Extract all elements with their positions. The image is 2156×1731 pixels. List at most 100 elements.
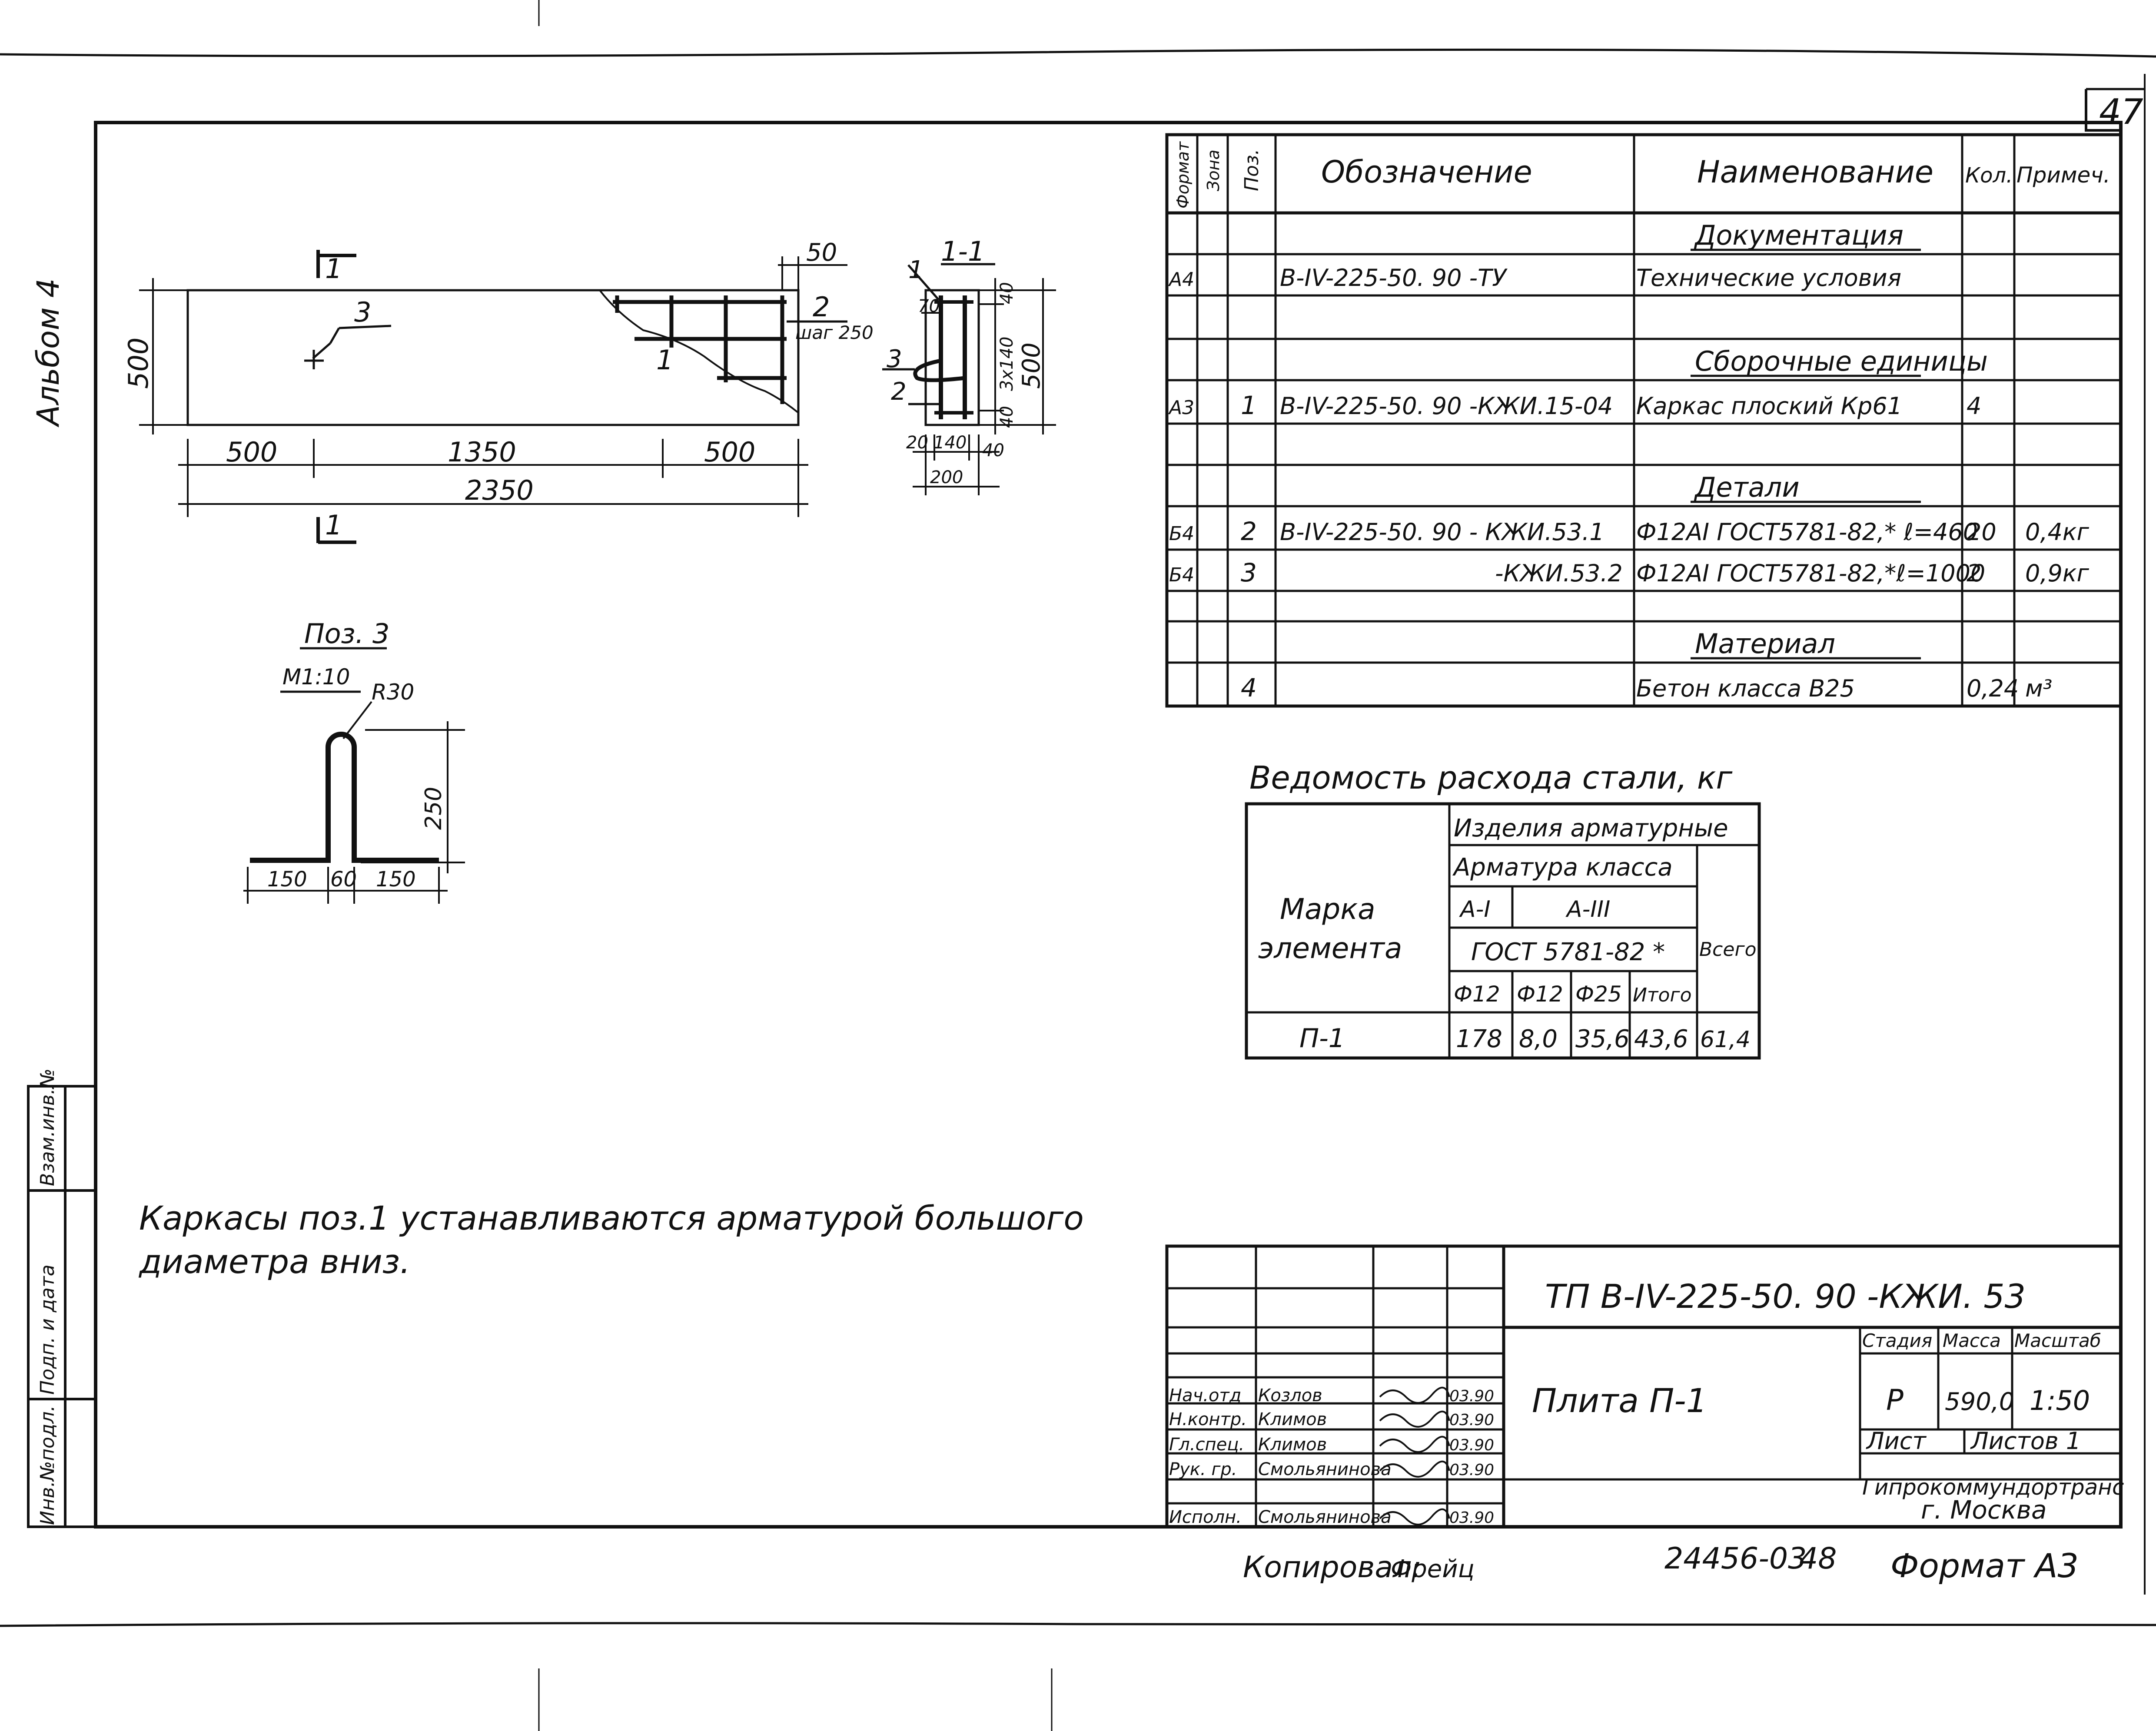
dim-50: 50 [806,239,837,267]
steel-val-4: 43,6 [1634,1025,1688,1053]
step-label: шаг 250 [795,322,874,343]
pos3-dim-150-left: 150 [267,867,307,892]
format-label: Формат А3 [1890,1546,2079,1585]
spec-cell-des: В-IV-225-50. 90 -КЖИ.15-04 [1280,392,1613,420]
spec-header-pos: Поз. [1241,149,1263,191]
title-person-date: 03.90 [1449,1509,1494,1527]
pos3-dims [243,701,465,904]
title-person-name: Смольянинова [1258,1459,1392,1479]
steel-products: Изделия арматурные [1454,814,1728,842]
steel-sub-itogo: Итого [1633,984,1692,1006]
spec-cell-note: 0,4кг [2025,518,2089,546]
stamp-sign-label: Подп. и дата [37,1264,59,1395]
title-block-grid [1165,1244,2123,1529]
section-dim-20: 20 [906,433,928,453]
spec-cell-fmt: Б4 [1169,564,1194,586]
pos3-dim-60: 60 [330,867,357,892]
spec-cell-name: Бетон класса В25 [1636,675,1855,702]
signature-mark [1379,1436,1450,1453]
dim-500-vertical: 500 [123,338,154,389]
spec-cell-name: Документация [1694,219,1904,251]
title-stage: Р [1886,1383,1904,1417]
title-person-role: Рук. гр. [1169,1459,1237,1479]
leader-pos3-label: 3 [354,296,371,328]
archive-sheet: 48 [1799,1542,1837,1576]
dim-2350: 2350 [465,474,534,506]
section-pos1: 1 [908,256,924,284]
title-sheets-label: Листов 1 [1970,1427,2081,1455]
title-code: ТП В-IV-225-50. 90 -КЖИ. 53 [1545,1277,2026,1316]
left-stamp [27,1085,97,1528]
section-dim-3x140: 3x140 [997,337,1017,391]
title-org-1: Гипрокоммундортранс [1862,1475,2124,1500]
section-dim-200: 200 [930,468,963,487]
steel-total: Всего [1699,938,1756,961]
dim-500-vertical-line [139,278,188,434]
steel-val-2: 8,0 [1519,1025,1558,1053]
dim-1350: 1350 [448,436,516,468]
page-number-box: 47 [2085,88,2145,132]
spec-cell-qty: 2 [1967,560,1981,587]
signature-mark [1379,1460,1450,1478]
pos3-dim-150-right: 150 [376,867,416,892]
title-sheet-label: Лист [1866,1427,1927,1455]
section-dim-70: 70 [918,296,940,316]
title-stage-label: Стадия [1862,1330,1932,1351]
pos3-title: Поз. 3 [304,618,389,650]
spec-cell-name: Ф12АI ГОСТ5781-82,* ℓ=460 [1636,518,1978,546]
steel-class-header: Арматура класса [1452,853,1673,882]
section-dim-140: 140 [933,433,967,453]
stamp-repl-label: Взам.инв.№ [37,1068,59,1186]
signature-mark [1379,1386,1450,1404]
note-line-1: Каркасы поз.1 устанавливаются арматурой … [139,1199,1084,1237]
steel-mark-header-1: Марка [1280,892,1375,926]
title-mass-label: Масса [1943,1330,2001,1351]
spec-header-zone: Зона [1204,149,1223,191]
spec-cell-qty: 4 [1967,392,1981,420]
title-person-date: 03.90 [1449,1461,1494,1479]
archive-number: 24456-03 [1664,1542,1807,1576]
main-frame [94,121,2123,1529]
spec-header-qty: Кол. [1965,163,2013,188]
section-1-1 [882,264,980,426]
leader-pos3 [304,325,392,369]
steel-a1: А-I [1459,896,1491,922]
spec-cell-fmt: А4 [1168,269,1194,291]
dim-50-line [778,256,847,291]
title-person-role: Н.контр. [1169,1409,1247,1429]
spec-cell-name: Детали [1694,471,1800,503]
section-dim-40-right: 40 [982,441,1004,461]
title-scale: 1:50 [2030,1385,2090,1416]
spec-cell-name: Сборочные единицы [1695,345,1988,377]
slab-plan [186,289,800,426]
steel-val-3: 35,6 [1575,1025,1630,1053]
steel-sub-f12-a: Ф12 [1454,982,1500,1007]
spec-header-note: Примеч. [2016,162,2110,188]
section-dim-40-top: 40 [997,282,1017,304]
dim-500-right: 500 [704,436,755,468]
spec-header-format: Формат [1173,141,1193,209]
spec-table-grid [1165,133,2123,708]
spec-cell-des: В-IV-225-50. 90 -ТУ [1280,264,1508,292]
section-mark-bottom: 1 [325,509,342,541]
note-line-2: диаметра вниз. [138,1242,410,1281]
pos3-radius: R30 [372,680,414,705]
spec-cell-pos: 2 [1241,517,1257,546]
section-dim-500: 500 [1017,342,1046,389]
spec-header-designation: Обозначение [1321,154,1532,190]
leader-pos1-label: 1 [656,344,673,376]
title-person-name: Климов [1258,1409,1327,1429]
title-org-2: г. Москва [1921,1495,2047,1525]
signature-mark [1379,1410,1450,1428]
dim-horizontal-lines [178,439,808,517]
pos3-dim-250: 250 [421,787,447,830]
title-person-date: 03.90 [1449,1436,1494,1454]
spec-cell-name: Материал [1695,628,1835,660]
stamp-inv-label: Инв.№подл. [37,1405,59,1525]
title-person-date: 03.90 [1449,1387,1494,1405]
steel-sub-f25: Ф25 [1575,982,1622,1007]
